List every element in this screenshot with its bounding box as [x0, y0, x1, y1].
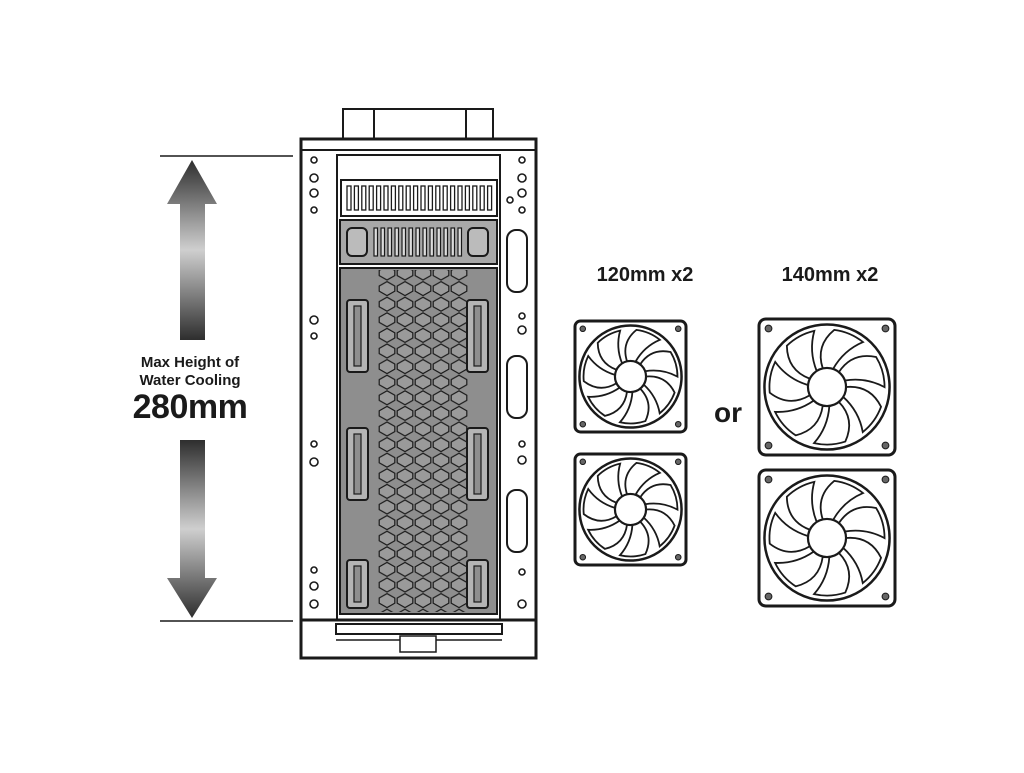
fan-option-120-label: 120mm x2: [596, 264, 694, 286]
fan-option-140-label: 140mm x2: [781, 264, 879, 286]
max-height-label-line2: Water Cooling: [139, 372, 241, 389]
max-height-label-line1: Max Height of: [140, 354, 240, 371]
or-separator: or: [714, 397, 742, 428]
pc-case-front-view: [299, 108, 538, 660]
fan-icon: [573, 319, 688, 434]
max-height-value: 280mm: [132, 388, 248, 426]
fan-icon: [757, 317, 897, 457]
fan-icon: [573, 452, 688, 567]
up-down-arrow-icon: [167, 160, 217, 618]
fan-icon: [757, 468, 897, 608]
